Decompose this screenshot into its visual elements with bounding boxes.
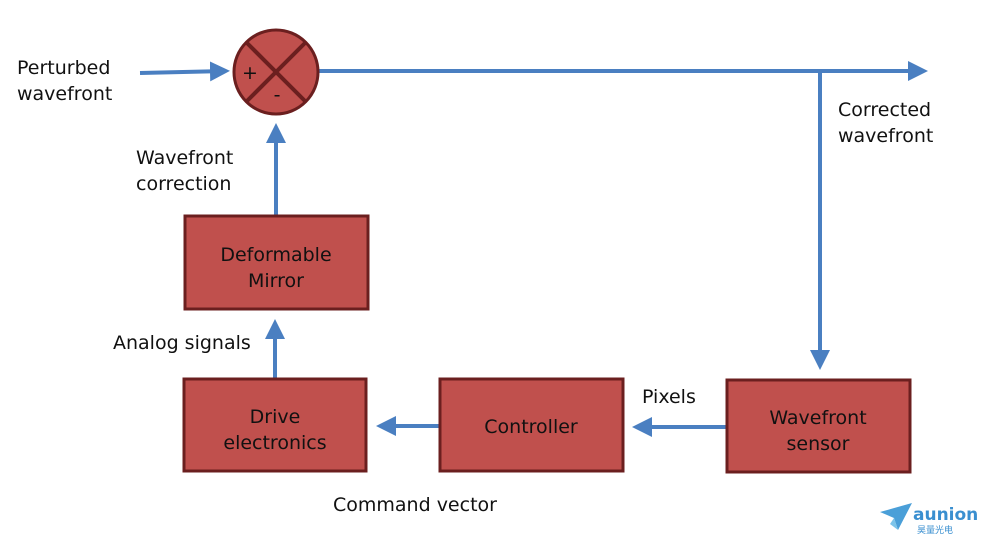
- label-correction-1: Wavefront: [136, 147, 233, 169]
- plus-sign: +: [242, 62, 258, 84]
- logo-icon: [880, 503, 912, 530]
- svg-text:Controller: Controller: [484, 416, 578, 438]
- label-analog-signals: Analog signals: [113, 332, 251, 354]
- summing-junction: + -: [232, 28, 320, 116]
- wavefront-sensor-block: Wavefront sensor: [725, 378, 912, 474]
- svg-text:electronics: electronics: [223, 432, 326, 454]
- label-corrected-2: wavefront: [838, 125, 933, 147]
- label-command-vector: Command vector: [333, 494, 497, 516]
- label-corrected-1: Corrected: [838, 99, 931, 121]
- arrow-input: [139, 61, 230, 82]
- aunion-logo: aunion 昊量光电: [880, 503, 978, 536]
- deformable-mirror-block: Deformable Mirror: [183, 214, 370, 311]
- label-pixels: Pixels: [642, 386, 696, 408]
- svg-text:aunion: aunion: [913, 505, 978, 525]
- svg-text:昊量光电: 昊量光电: [917, 524, 953, 536]
- label-correction-2: correction: [136, 173, 231, 195]
- svg-text:Wavefront: Wavefront: [769, 407, 866, 429]
- label-perturbed-1: Perturbed: [17, 57, 110, 79]
- svg-text:Drive: Drive: [250, 406, 301, 428]
- label-perturbed-2: wavefront: [17, 83, 112, 105]
- svg-text:Mirror: Mirror: [248, 270, 304, 292]
- controller-block: Controller: [438, 377, 625, 473]
- drive-electronics-block: Drive electronics: [182, 377, 368, 473]
- svg-text:sensor: sensor: [787, 433, 850, 455]
- minus-sign: -: [274, 84, 281, 106]
- svg-text:Deformable: Deformable: [220, 244, 331, 266]
